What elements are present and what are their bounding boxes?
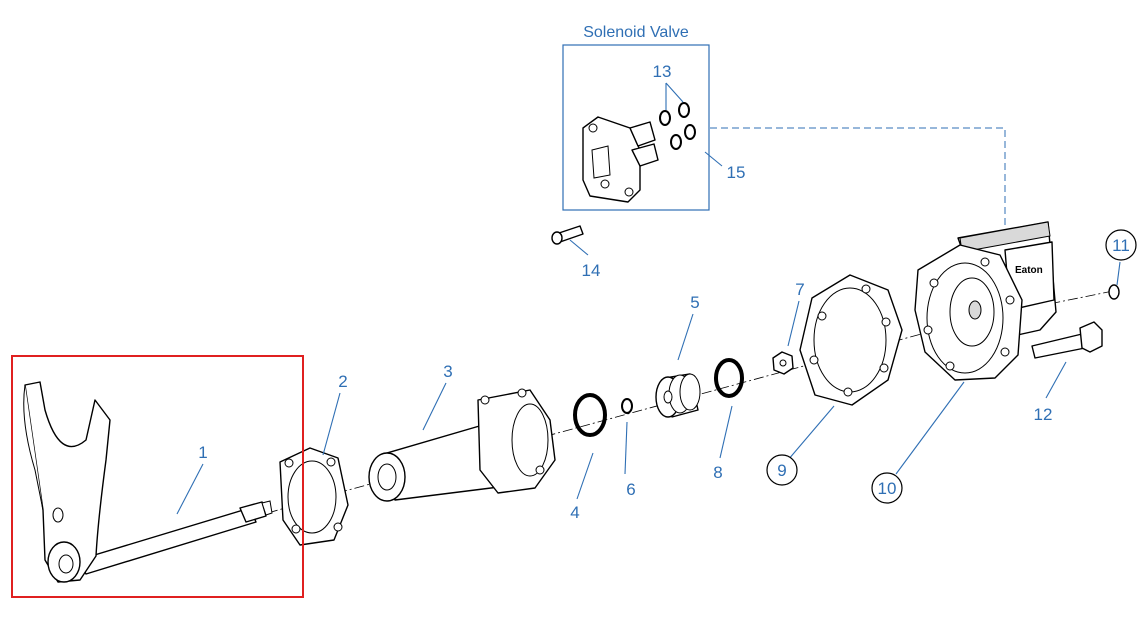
part-4-o-ring — [573, 393, 607, 437]
leader-9 — [787, 405, 835, 461]
leader-7 — [787, 300, 800, 347]
leader-1 — [176, 463, 204, 515]
part-11-plug — [1108, 284, 1120, 300]
part-label-12: 12 — [1034, 405, 1053, 424]
part-label-2: 2 — [338, 372, 347, 391]
housing-brand-text: Eaton — [1015, 265, 1043, 276]
callout-circle-11 — [1105, 229, 1137, 261]
part-8-o-ring — [714, 358, 744, 398]
part-label-15: 15 — [727, 163, 746, 182]
solenoid-valve-title: Solenoid Valve — [583, 24, 689, 41]
leader-6 — [624, 421, 628, 475]
leader-3 — [422, 382, 447, 431]
highlight-box — [11, 355, 304, 598]
part-label-10: 10 — [878, 479, 897, 498]
part-label-8: 8 — [713, 463, 722, 482]
part-15-solenoid-valve — [582, 116, 659, 203]
part-3-cylinder — [368, 388, 556, 502]
leader-10 — [895, 381, 965, 475]
part-13-o-rings — [659, 102, 696, 150]
part-6-o-ring — [621, 398, 633, 414]
solenoid-valve-inset-frame — [562, 44, 710, 211]
inset-connector-line — [710, 127, 1006, 226]
part-label-13: 13 — [653, 62, 672, 81]
part-label-5: 5 — [690, 293, 699, 312]
leader-2 — [322, 392, 341, 456]
leader-11 — [1116, 261, 1121, 286]
part-label-3: 3 — [443, 362, 452, 381]
leader-14 — [569, 239, 589, 256]
part-label-14: 14 — [582, 261, 601, 280]
part-14-screw — [551, 225, 584, 245]
leader-4 — [576, 452, 594, 500]
part-label-9: 9 — [777, 461, 786, 480]
leader-15 — [704, 151, 723, 167]
part-10-housing: Eaton — [914, 221, 1057, 381]
part-9-gasket — [799, 274, 903, 406]
leader-8 — [719, 405, 733, 459]
part-5-piston — [655, 373, 701, 418]
callout-circle-10 — [871, 472, 903, 504]
part-1-shift-yoke — [23, 381, 273, 583]
callout-circle-9 — [766, 454, 798, 486]
leader-5 — [677, 313, 694, 361]
part-2-gasket — [279, 447, 349, 546]
part-label-4: 4 — [570, 503, 579, 522]
part-label-7: 7 — [795, 280, 804, 299]
part-12-bolt — [1031, 321, 1103, 359]
leader-12 — [1045, 361, 1067, 399]
part-label-1: 1 — [198, 443, 207, 462]
part-7-nut — [772, 351, 794, 375]
part-label-11: 11 — [1112, 236, 1130, 255]
leader-13b — [665, 82, 684, 103]
part-label-6: 6 — [626, 480, 635, 499]
